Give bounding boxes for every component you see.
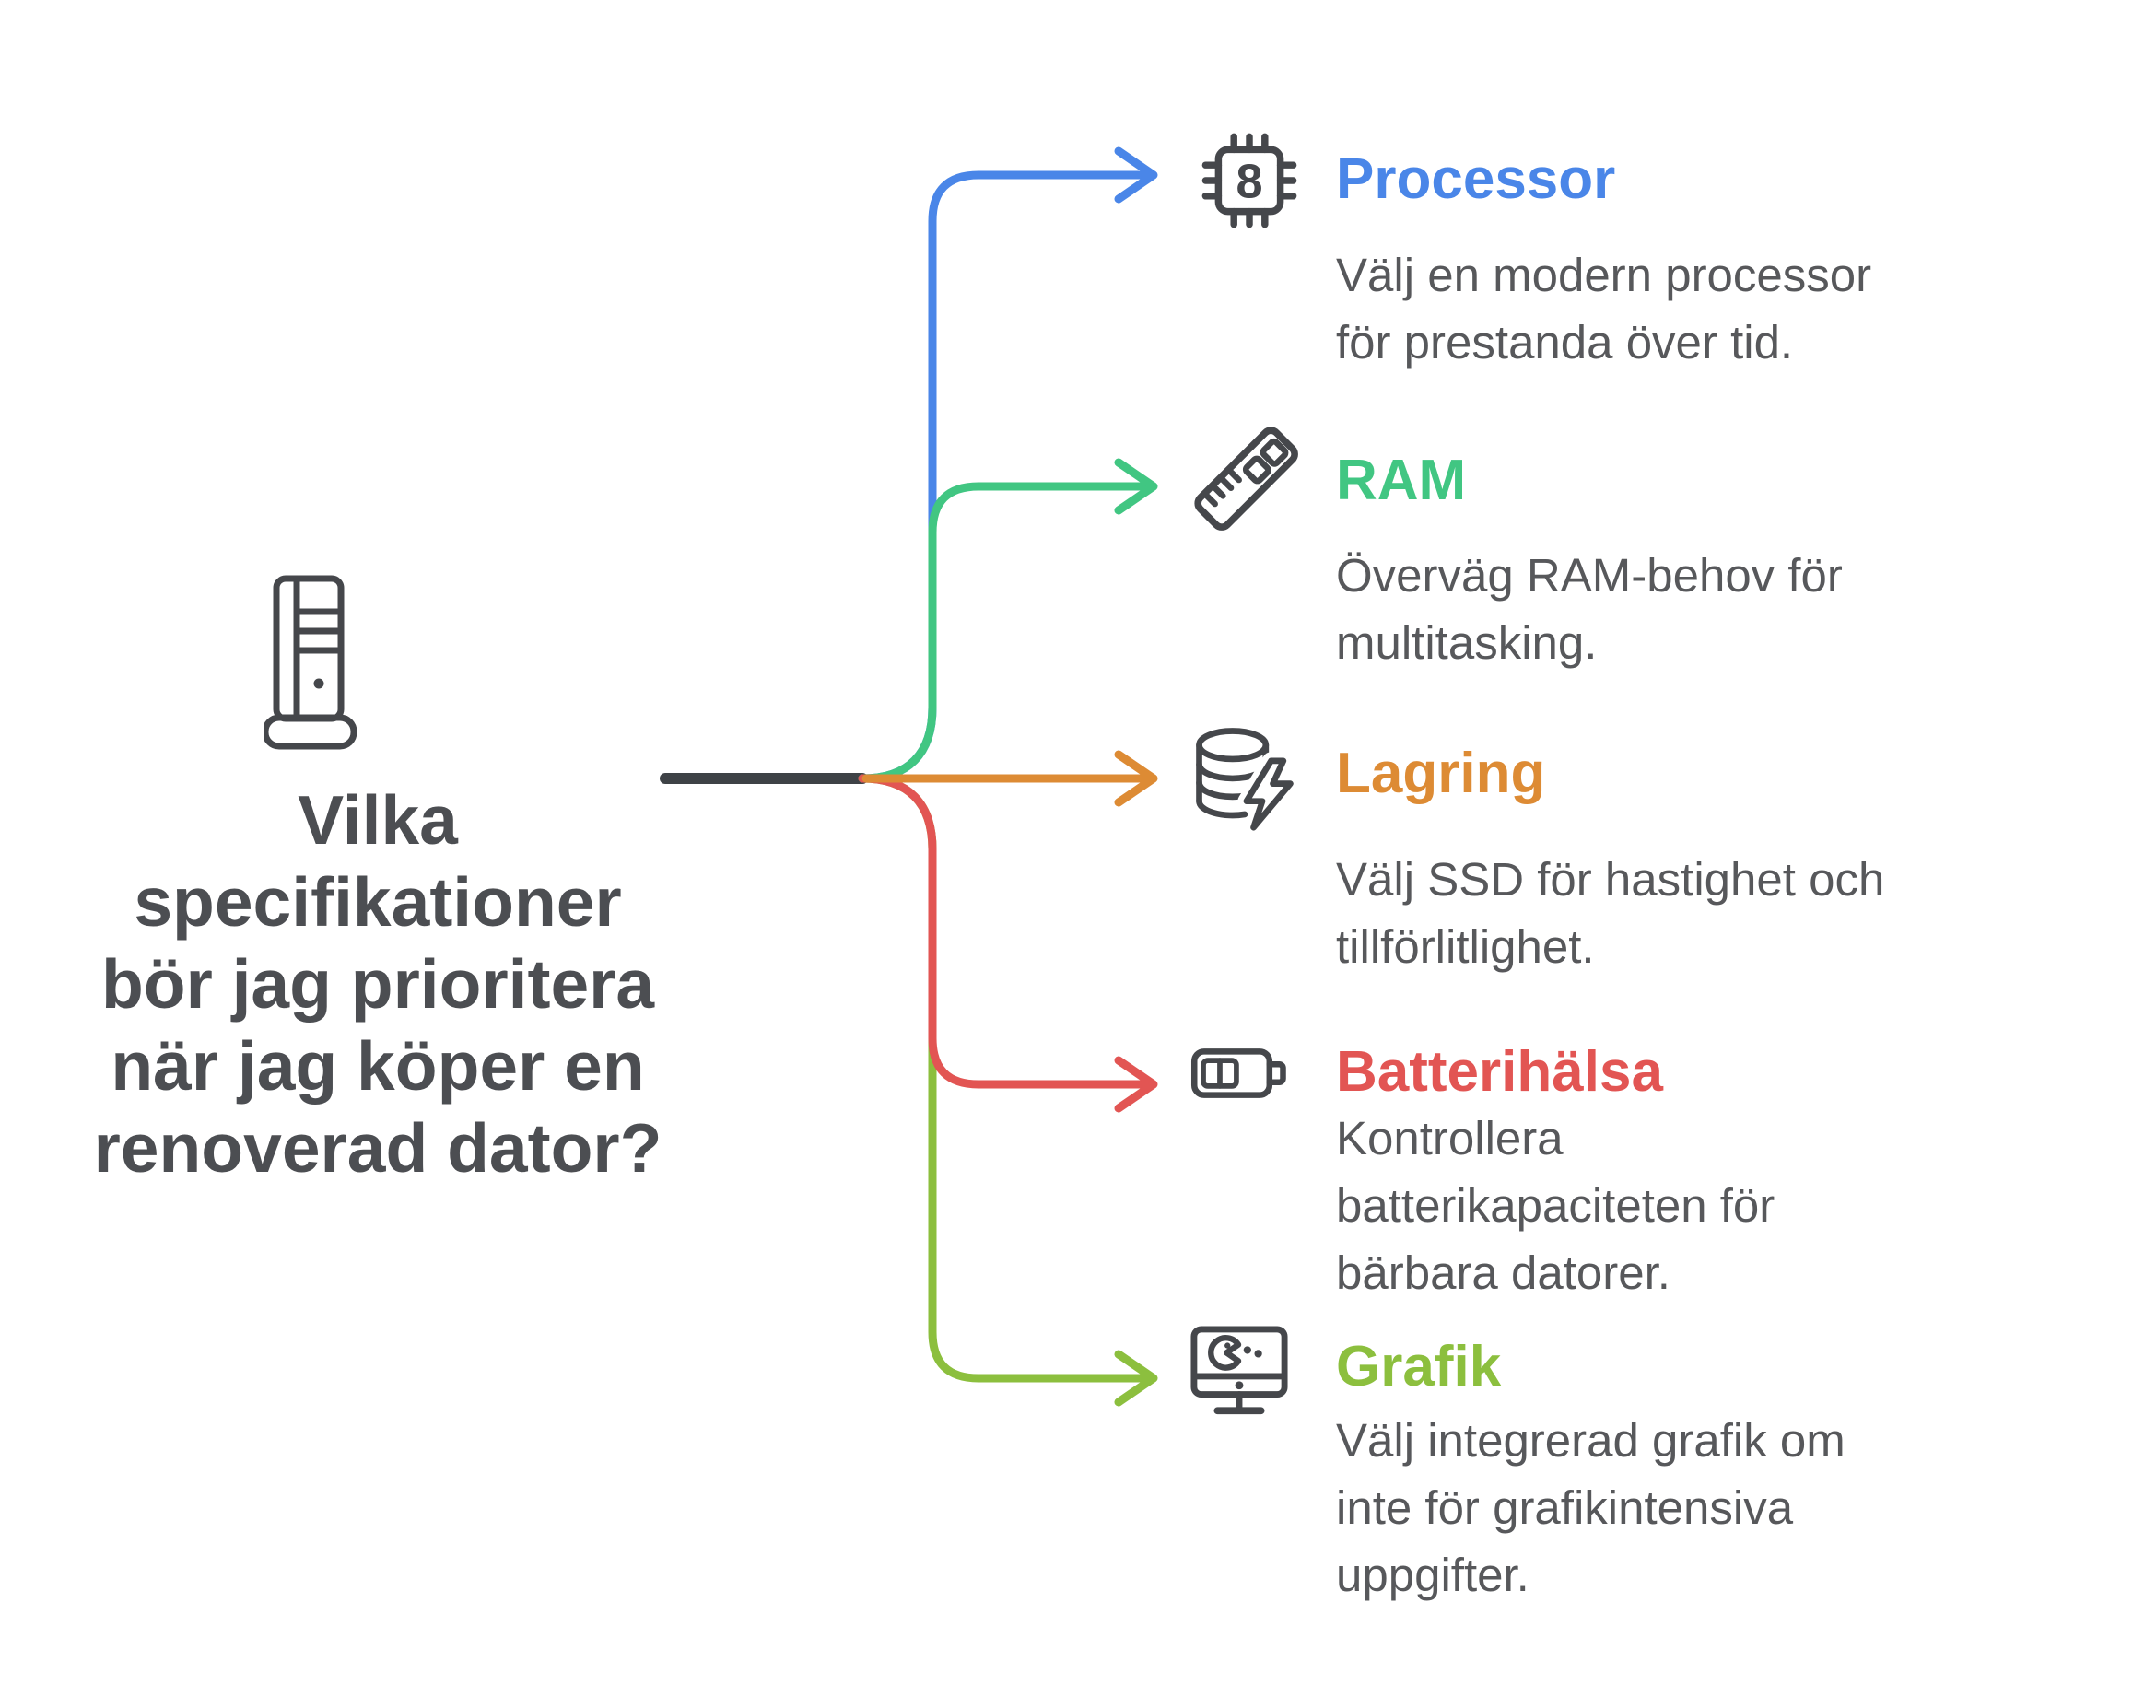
computer-tower-icon [264,573,359,750]
branch-heading-grafik: Grafik [1336,1335,1502,1398]
arrowhead-batterihalsa-icon [1114,1056,1158,1113]
cpu-chip-icon: 8 [1198,129,1301,232]
branch-description-batterihalsa: Kontrollera batterikapaciteten för bärba… [1336,1112,1775,1299]
branch-description-ram: Överväg RAM-behov för multitasking. [1336,549,1843,669]
branch-heading-ram: RAM [1336,449,1467,512]
branch-description-grafik: Välj integrerad grafik om inte för grafi… [1336,1414,1845,1601]
arrowhead-processor-icon [1114,146,1158,204]
arrowhead-ram-icon [1114,458,1158,515]
branch-line-processor [858,170,1147,783]
graphics-monitor-icon [1189,1323,1289,1424]
arrowhead-grafik-icon [1114,1350,1158,1407]
arrowhead-lagring-icon [1114,750,1158,807]
branch-description-processor: Välj en modern processor för prestanda ö… [1336,249,1872,369]
branch-line-batterihalsa [858,774,1147,1089]
branch-line-grafik [858,774,1147,1383]
branch-line-ram [858,482,1147,783]
branch-description-lagring: Välj SSD för hastighet och tillförlitlig… [1336,853,1885,973]
branch-heading-batterihalsa: Batterihälsa [1336,1040,1663,1104]
battery-icon [1190,1045,1290,1102]
branch-heading-lagring: Lagring [1336,742,1546,805]
storage-database-icon [1190,722,1299,831]
cpu-core-count-label: 8 [1236,156,1262,209]
branch-heading-processor: Processor [1336,147,1616,211]
ram-stick-icon [1185,417,1306,539]
central-question-title: Vilka specifikationer bör jag prioritera… [93,781,662,1187]
